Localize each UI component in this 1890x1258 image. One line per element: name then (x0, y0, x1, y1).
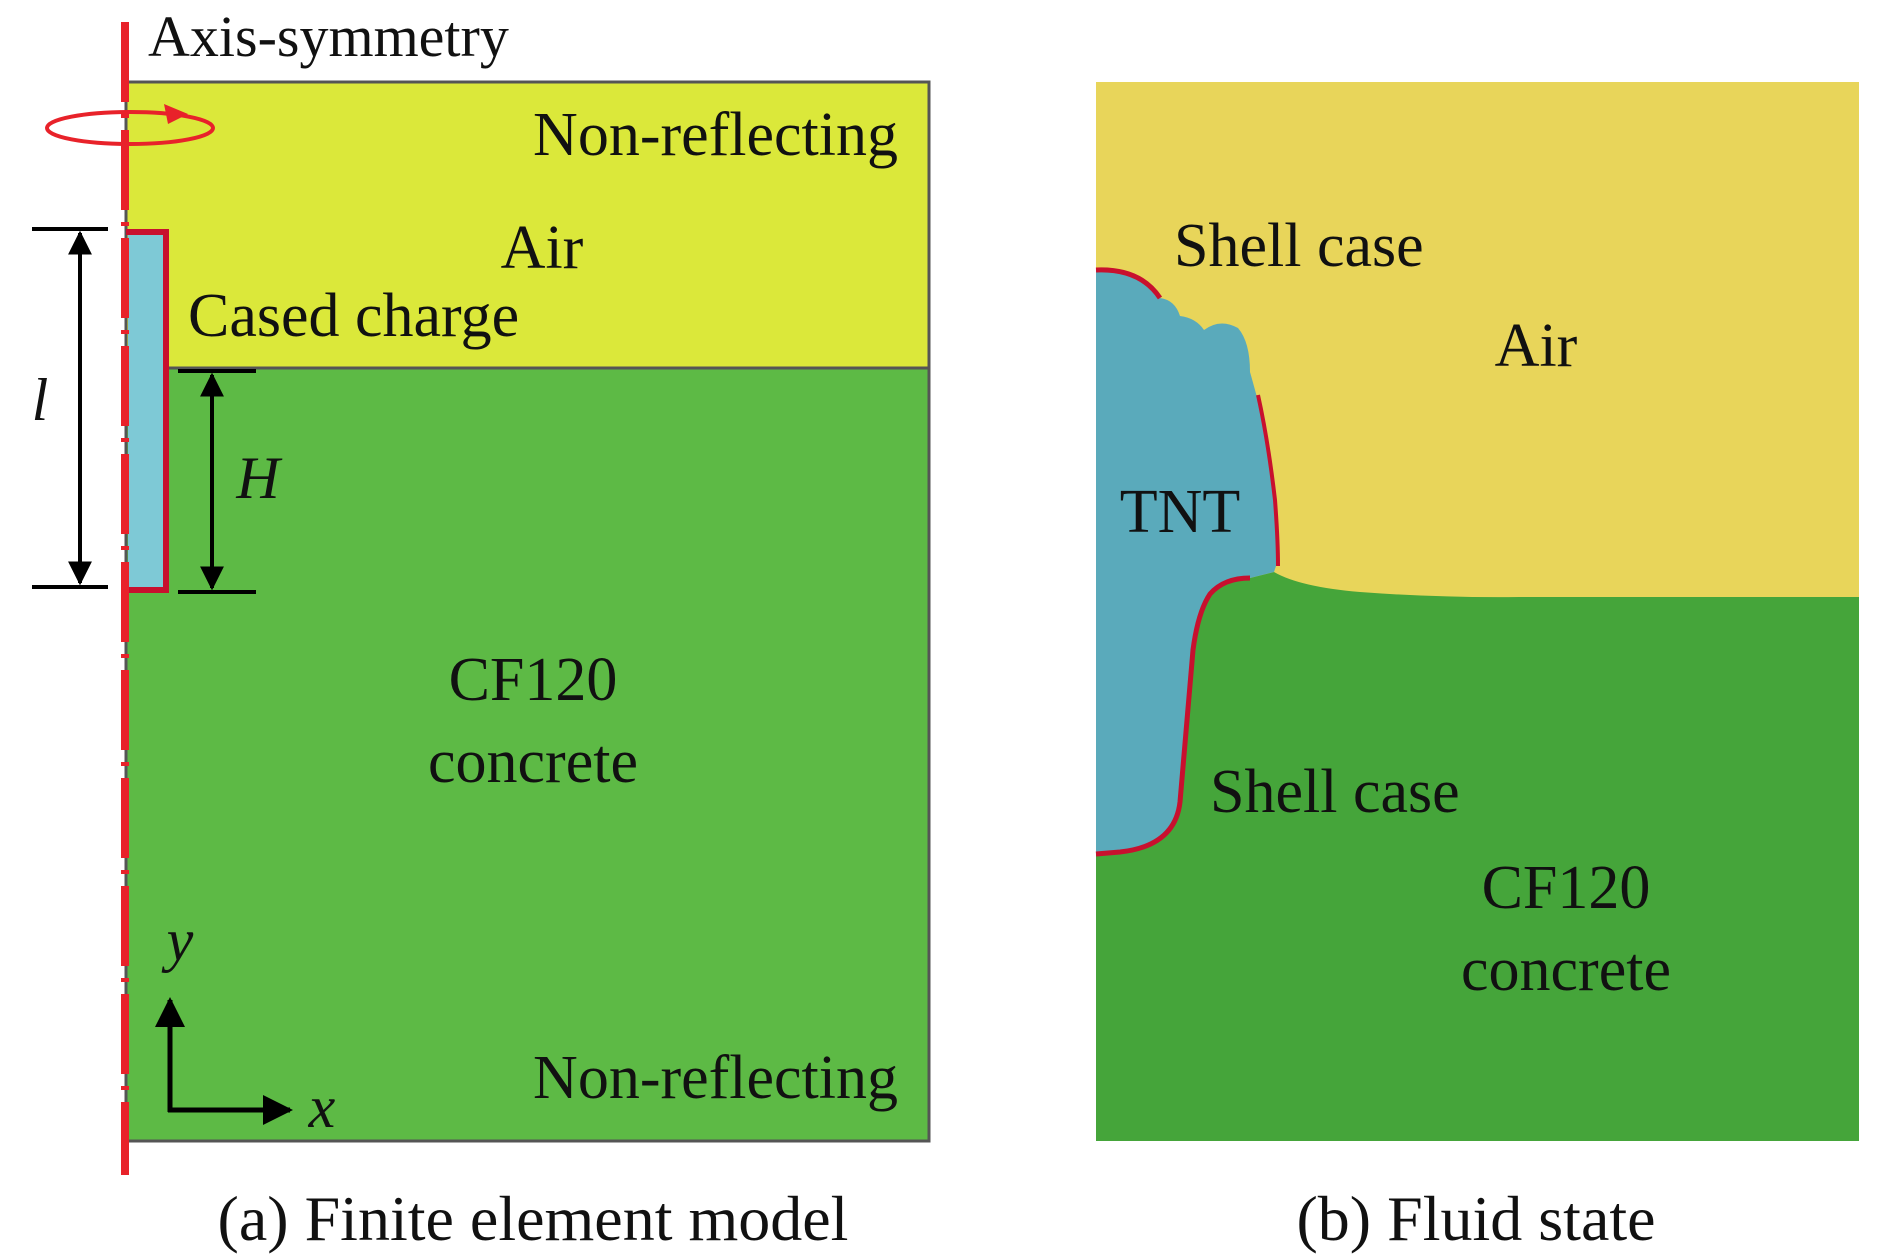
caption-a: (a) Finite element model (218, 1183, 849, 1254)
concrete-domain-b (1096, 572, 1859, 1141)
charge-casing (126, 229, 169, 593)
air-label-a: Air (501, 214, 584, 282)
coordinate-axes (155, 997, 293, 1125)
shell-case-label-bottom: Shell case (1210, 758, 1460, 826)
panel-a-finite-element-model: Axis-symmetry Non-reflecting Air Cased c… (32, 4, 931, 1254)
concrete-label-a-line1: CF120 (449, 646, 618, 714)
caption-b: (b) Fluid state (1296, 1183, 1655, 1254)
top-boundary-label: Non-reflecting (533, 101, 898, 169)
shell-case-fragment-bottom (1095, 575, 1251, 857)
dimension-H (178, 369, 256, 594)
cased-charge-label: Cased charge (188, 282, 519, 350)
concrete-label-b-line1: CF120 (1482, 854, 1651, 922)
axis-symmetry-label: Axis-symmetry (148, 4, 509, 69)
coord-x-label: x (308, 1074, 336, 1140)
shell-case-fragment-side (1256, 394, 1280, 567)
dimension-l (32, 227, 108, 589)
air-label-b: Air (1495, 312, 1578, 380)
rotation-arrow-icon (45, 104, 215, 146)
concrete-label-b-line2: concrete (1461, 936, 1671, 1004)
dimension-l-label: l (32, 367, 49, 433)
tnt-region (1096, 269, 1278, 854)
coord-y-label: y (161, 907, 194, 973)
shell-case-label-top: Shell case (1174, 212, 1424, 280)
shell-case-fragment-top (1095, 267, 1163, 300)
dimension-H-label: H (235, 445, 283, 511)
panel-b-fluid-state: Shell case Air TNT Shell case CF120 conc… (1095, 82, 1859, 1254)
concrete-label-a-line2: concrete (428, 728, 638, 796)
concrete-domain-a (126, 368, 929, 1141)
explosive-charge (128, 234, 164, 590)
tnt-label: TNT (1120, 478, 1241, 546)
air-domain-a (126, 82, 929, 368)
bottom-boundary-label: Non-reflecting (533, 1044, 898, 1112)
